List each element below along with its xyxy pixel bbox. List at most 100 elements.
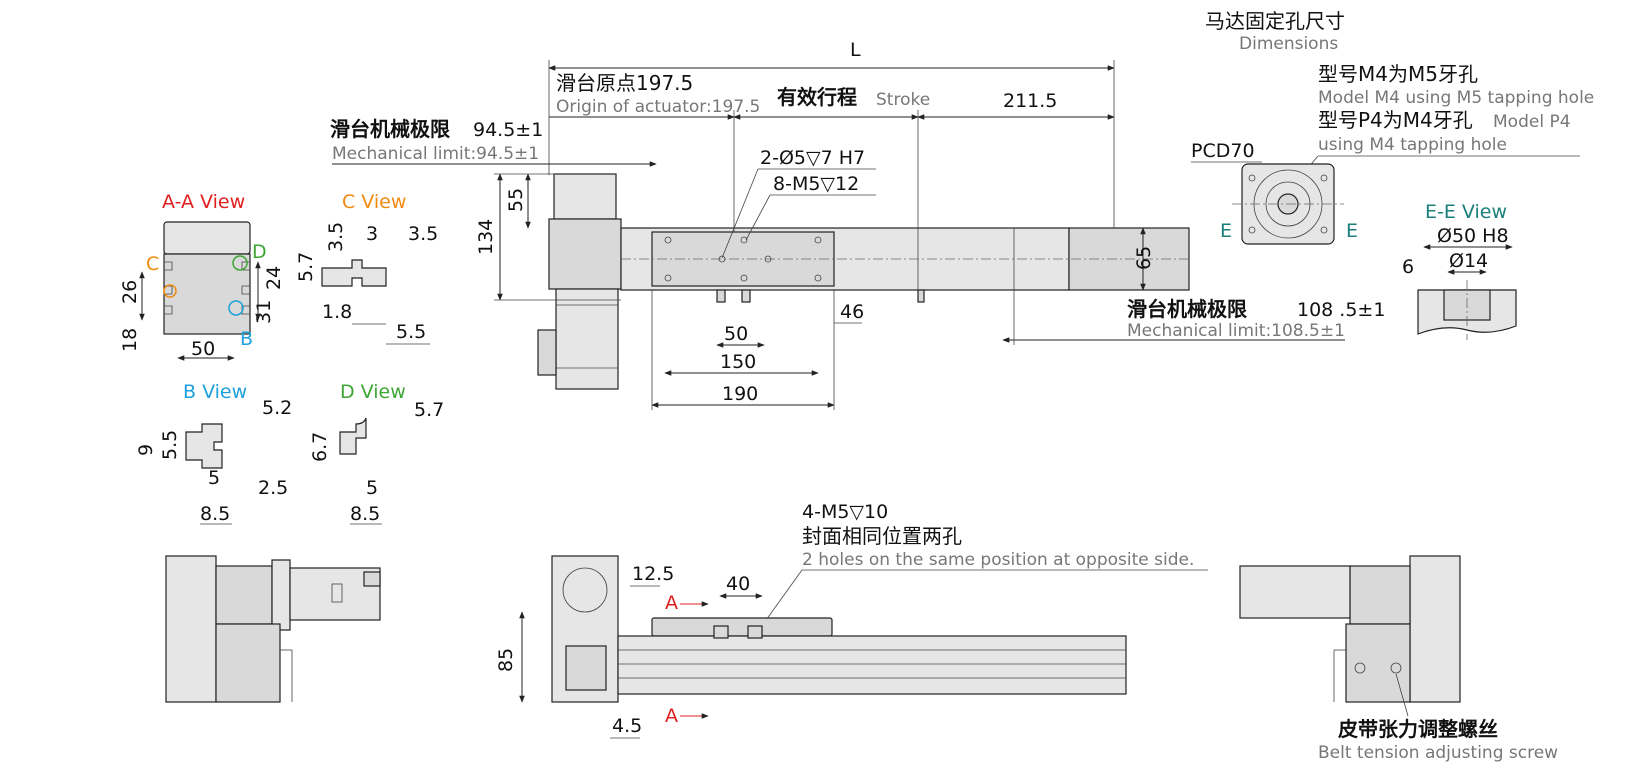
rside-endplate — [1409, 555, 1461, 703]
belt-en: Belt tension adjusting screw — [1318, 743, 1558, 763]
b-5-5: 5.5 — [159, 430, 181, 460]
ee-d6: 6 — [1402, 256, 1414, 278]
dim-50-top: 50 — [724, 323, 748, 345]
c-3-5a: 3.5 — [325, 222, 347, 252]
dim-134: 134 — [475, 219, 497, 255]
b-5-2: 5.2 — [262, 397, 292, 419]
belt-cn: 皮带张力调整螺丝 — [1338, 717, 1498, 741]
origin-label-cn: 滑台原点197.5 — [556, 71, 693, 95]
b-slot — [185, 423, 223, 469]
front-85: 85 — [495, 648, 517, 672]
aa-24: 24 — [263, 266, 285, 290]
d-slot — [339, 417, 367, 455]
mech-limit-left-cn: 滑台机械极限 — [330, 117, 450, 141]
motor-mount-view: 马达固定孔尺寸 Dimensions 型号M4为M5牙孔 Model M4 us… — [1191, 9, 1594, 245]
aa-d: D — [252, 241, 267, 263]
origin-label-en: Origin of actuator:197.5 — [556, 97, 760, 117]
side-tensioner — [215, 623, 281, 703]
dim-150: 150 — [720, 351, 756, 373]
mount-title-cn: 马达固定孔尺寸 — [1205, 9, 1345, 33]
aa-50: 50 — [191, 338, 215, 360]
c-3-5b: 3.5 — [408, 223, 438, 245]
b-9: 9 — [135, 444, 157, 456]
p4-en-2: using M4 tapping hole — [1318, 135, 1507, 155]
aa-profile — [163, 253, 251, 335]
side-endplate — [165, 555, 217, 703]
b-view: B View 5.2 9 5.5 5 2.5 8.5 — [135, 381, 292, 525]
dim-L: L — [850, 39, 861, 61]
d-title: D View — [340, 381, 406, 403]
stroke-label-en: Stroke — [876, 90, 930, 110]
ee-title: E-E View — [1425, 201, 1507, 223]
m4-en: Model M4 using M5 tapping hole — [1318, 88, 1594, 108]
mech-limit-left-val: 94.5±1 — [473, 119, 543, 141]
dim-190: 190 — [722, 383, 758, 405]
mech-limit-left-en: Mechanical limit:94.5±1 — [332, 144, 539, 164]
c-view: C View 3.5 3 3.5 5.7 1.8 5.5 — [295, 191, 438, 345]
rside-coupling — [1349, 565, 1411, 625]
mount-title-en: Dimensions — [1239, 34, 1338, 54]
mech-limit-right-cn: 滑台机械极限 — [1127, 297, 1247, 321]
c-5-5: 5.5 — [396, 321, 426, 343]
c-title: C View — [342, 191, 406, 213]
hole-callout-2: 8-M5▽12 — [773, 173, 859, 195]
b-title: B View — [183, 381, 247, 403]
c-5-7: 5.7 — [295, 252, 317, 282]
d-6-7: 6.7 — [309, 432, 331, 462]
c-1-8: 1.8 — [322, 301, 352, 323]
aa-c: C — [146, 253, 159, 275]
aa-b: B — [240, 328, 253, 350]
stroke-label-cn: 有效行程 — [777, 85, 857, 109]
front-rail — [617, 635, 1127, 695]
front-4-5: 4.5 — [612, 715, 642, 737]
front-a-top: A — [665, 592, 678, 614]
mech-limit-right-val: 108 .5±1 — [1297, 299, 1385, 321]
aa-26: 26 — [119, 280, 141, 304]
b-8-5: 8.5 — [200, 503, 230, 525]
aa-31: 31 — [253, 300, 275, 324]
mech-limit-right-en: Mechanical limit:108.5±1 — [1127, 321, 1345, 341]
d-5: 5 — [366, 477, 378, 499]
front-holes-cn: 封面相同位置两孔 — [802, 524, 962, 548]
motor-body — [555, 288, 619, 390]
slide-holes — [664, 236, 822, 282]
front-12-5: 12.5 — [632, 563, 674, 585]
dim-55: 55 — [505, 188, 527, 212]
rside-motor — [1239, 565, 1351, 619]
motor-connector — [537, 329, 557, 376]
b-5: 5 — [208, 467, 220, 489]
c-3: 3 — [366, 223, 378, 245]
front-a-bottom: A — [665, 705, 678, 727]
d-view: D View 5.7 6.7 5 8.5 — [309, 381, 444, 525]
aa-cover — [163, 221, 251, 255]
aa-title: A-A View — [162, 191, 245, 213]
right-side-view: 皮带张力调整螺丝 Belt tension adjusting screw — [1239, 555, 1558, 763]
motor-coupling — [548, 218, 622, 290]
e-right: E — [1346, 220, 1358, 242]
side-coupling — [215, 565, 273, 625]
left-side-view — [165, 555, 381, 703]
front-holes: 4-M5▽10 — [802, 501, 888, 523]
ee-d50: Ø50 H8 — [1437, 225, 1509, 247]
p4-cn: 型号P4为M4牙孔 — [1318, 108, 1473, 132]
ee-d14: Ø14 — [1449, 250, 1488, 272]
aa-view: A-A View C D B 26 24 31 18 50 — [119, 191, 285, 361]
dim-211-5: 211.5 — [1003, 90, 1057, 112]
front-slide — [651, 617, 833, 637]
b-2-5: 2.5 — [258, 477, 288, 499]
e-left: E — [1220, 220, 1232, 242]
rside-tensioner — [1345, 623, 1411, 703]
ee-view: E-E View Ø50 H8 Ø14 6 — [1402, 201, 1517, 340]
top-view: L 滑台原点197.5 Origin of actuator:197.5 有效行… — [330, 39, 1385, 410]
dim-65: 65 — [1133, 246, 1155, 270]
p4-en-1: Model P4 — [1493, 112, 1571, 132]
front-holes-en: 2 holes on the same position at opposite… — [802, 550, 1194, 570]
d-8-5: 8.5 — [350, 503, 380, 525]
front-40: 40 — [726, 573, 750, 595]
dim-46: 46 — [840, 301, 864, 323]
aa-18: 18 — [119, 328, 141, 352]
c-slot — [321, 259, 387, 287]
pcd-label: PCD70 — [1191, 140, 1255, 162]
hole-callout-1: 2-Ø5▽7 H7 — [760, 147, 865, 169]
